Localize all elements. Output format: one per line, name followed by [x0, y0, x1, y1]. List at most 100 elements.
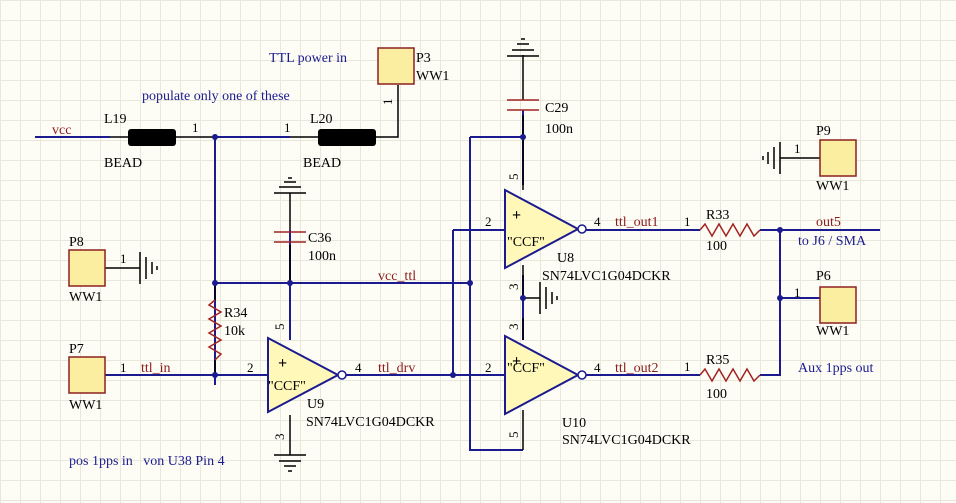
pin-number: 3	[506, 324, 521, 331]
junction-dot	[450, 372, 456, 378]
annotation-aux-1pps: Aux 1pps out	[798, 361, 874, 376]
inverter-bubble-icon	[577, 224, 587, 234]
capacitor-ref: C29	[545, 101, 568, 116]
inverter-bubble-icon	[337, 370, 347, 380]
wires	[35, 110, 880, 451]
gate-part: SN74LVC1G04DCKR	[306, 415, 435, 430]
pin-number: 1	[684, 359, 691, 374]
inverter-U8[interactable]: + "CCF" 2 4 5 3 U8 SN74LVC1G04DCKR	[485, 174, 671, 291]
connector-P6[interactable]: P6 WW1 1	[794, 269, 857, 339]
junctions	[212, 134, 783, 378]
buffer-triangle-icon	[504, 334, 581, 416]
net-labels: vcc vcc_ttl ttl_in ttl_drv ttl_out1 ttl_…	[52, 123, 841, 376]
connector-P3[interactable]: P3 WW1 1	[377, 47, 449, 106]
ground-icon	[539, 282, 558, 314]
net-label-ttl-drv: ttl_drv	[378, 361, 415, 376]
connector-P8[interactable]: P8 WW1 1	[68, 235, 127, 305]
ground-icon	[139, 252, 158, 284]
junction-dot	[777, 227, 783, 233]
capacitor-value: 100n	[308, 249, 336, 264]
pin-number: 4	[594, 214, 601, 229]
gate-ref: U10	[562, 416, 586, 431]
pad-icon	[819, 139, 857, 177]
bead-ref: L19	[104, 112, 127, 127]
annotations: TTL power in populate only one of these …	[69, 51, 874, 469]
bead-value: BEAD	[303, 156, 341, 171]
resistor-ref: R34	[224, 306, 247, 321]
net-label-ttl-out1: ttl_out1	[615, 215, 659, 230]
ferrite-bead-icon	[128, 129, 176, 146]
gate-label: "CCF"	[268, 379, 306, 394]
resistor-value: 100	[706, 239, 727, 254]
resistor-ref: R33	[706, 208, 729, 223]
connector-P7[interactable]: P7 WW1 1	[68, 342, 127, 413]
pad-icon	[819, 286, 857, 324]
buffer-triangle-icon	[267, 336, 341, 414]
annotation-populate-note: populate only one of these	[142, 89, 290, 104]
inverter-U9[interactable]: + "CCF" 2 4 5 3 U9 SN74LVC1G04DCKR	[247, 324, 435, 441]
pin-number: 1	[794, 285, 801, 300]
connector-value: WW1	[816, 324, 849, 339]
inverter-bubble-icon	[577, 370, 587, 380]
junction-dot	[777, 295, 783, 301]
buffer-triangle-icon	[504, 188, 581, 270]
inverter-U10[interactable]: + "CCF" 2 4 3 5 U10 SN74LVC1G04DCKR	[485, 324, 691, 449]
bead-value: BEAD	[104, 156, 142, 171]
bead-L19[interactable]: L19 BEAD 1	[104, 112, 199, 171]
resistor-R35[interactable]: R35 100 1	[684, 353, 761, 402]
junction-dot	[467, 280, 473, 286]
gate-label: "CCF"	[507, 235, 545, 250]
net-label-ttl-in: ttl_in	[141, 361, 171, 376]
pin-number: 5	[506, 432, 521, 439]
connector-value: WW1	[416, 69, 449, 84]
net-label-out5: out5	[816, 215, 841, 230]
pin-number: 1	[120, 251, 127, 266]
pin-number: 2	[485, 214, 492, 229]
connector-ref: P9	[816, 124, 831, 139]
capacitor-icon	[507, 99, 539, 111]
resistor-icon	[699, 367, 761, 383]
pin-number: 3	[506, 284, 521, 291]
plus-sign: +	[512, 207, 521, 224]
capacitor-ref: C36	[308, 231, 331, 246]
pin-number: 1	[380, 99, 395, 106]
junction-dot	[520, 134, 526, 140]
pin-number: 1	[684, 214, 691, 229]
pad-icon	[68, 356, 106, 394]
connector-value: WW1	[69, 290, 102, 305]
pin-number: 1	[284, 120, 291, 135]
gate-ref: U9	[307, 397, 324, 412]
junction-dot	[212, 280, 218, 286]
junction-dot	[212, 134, 218, 140]
annotation-ttl-power-in: TTL power in	[269, 51, 347, 66]
connector-ref: P8	[69, 235, 84, 250]
junction-dot	[212, 372, 218, 378]
pin-number: 4	[594, 360, 601, 375]
pin-number: 2	[485, 360, 492, 375]
junction-dot	[520, 295, 526, 301]
ferrite-bead-icon	[318, 129, 376, 146]
resistor-R33[interactable]: R33 100 1	[684, 208, 761, 254]
plus-sign: +	[278, 355, 287, 372]
ground-icon	[274, 177, 306, 205]
junction-dot	[287, 280, 293, 286]
pad-icon	[377, 47, 415, 85]
bead-L20[interactable]: L20 BEAD 1	[284, 112, 376, 171]
annotation-pos-1pps: pos 1pps in von U38 Pin 4	[69, 454, 225, 469]
annotation-to-j6: to J6 / SMA	[798, 234, 867, 249]
connector-P9[interactable]: P9 WW1 1	[794, 124, 857, 194]
net-label-ttl-out2: ttl_out2	[615, 361, 659, 376]
pin-number: 4	[355, 360, 362, 375]
pin-number: 5	[506, 174, 521, 181]
connector-ref: P7	[69, 342, 84, 357]
pin-number: 5	[272, 324, 287, 331]
gate-part: SN74LVC1G04DCKR	[542, 269, 671, 284]
connector-ref: P3	[416, 51, 431, 66]
capacitor-C36[interactable]: C36 100n	[274, 231, 336, 264]
resistor-R34[interactable]: R34 10k	[207, 299, 247, 361]
capacitor-icon	[274, 231, 306, 243]
connector-value: WW1	[816, 179, 849, 194]
capacitor-C29[interactable]: C29 100n	[507, 99, 573, 137]
plus-sign: +	[512, 353, 521, 370]
